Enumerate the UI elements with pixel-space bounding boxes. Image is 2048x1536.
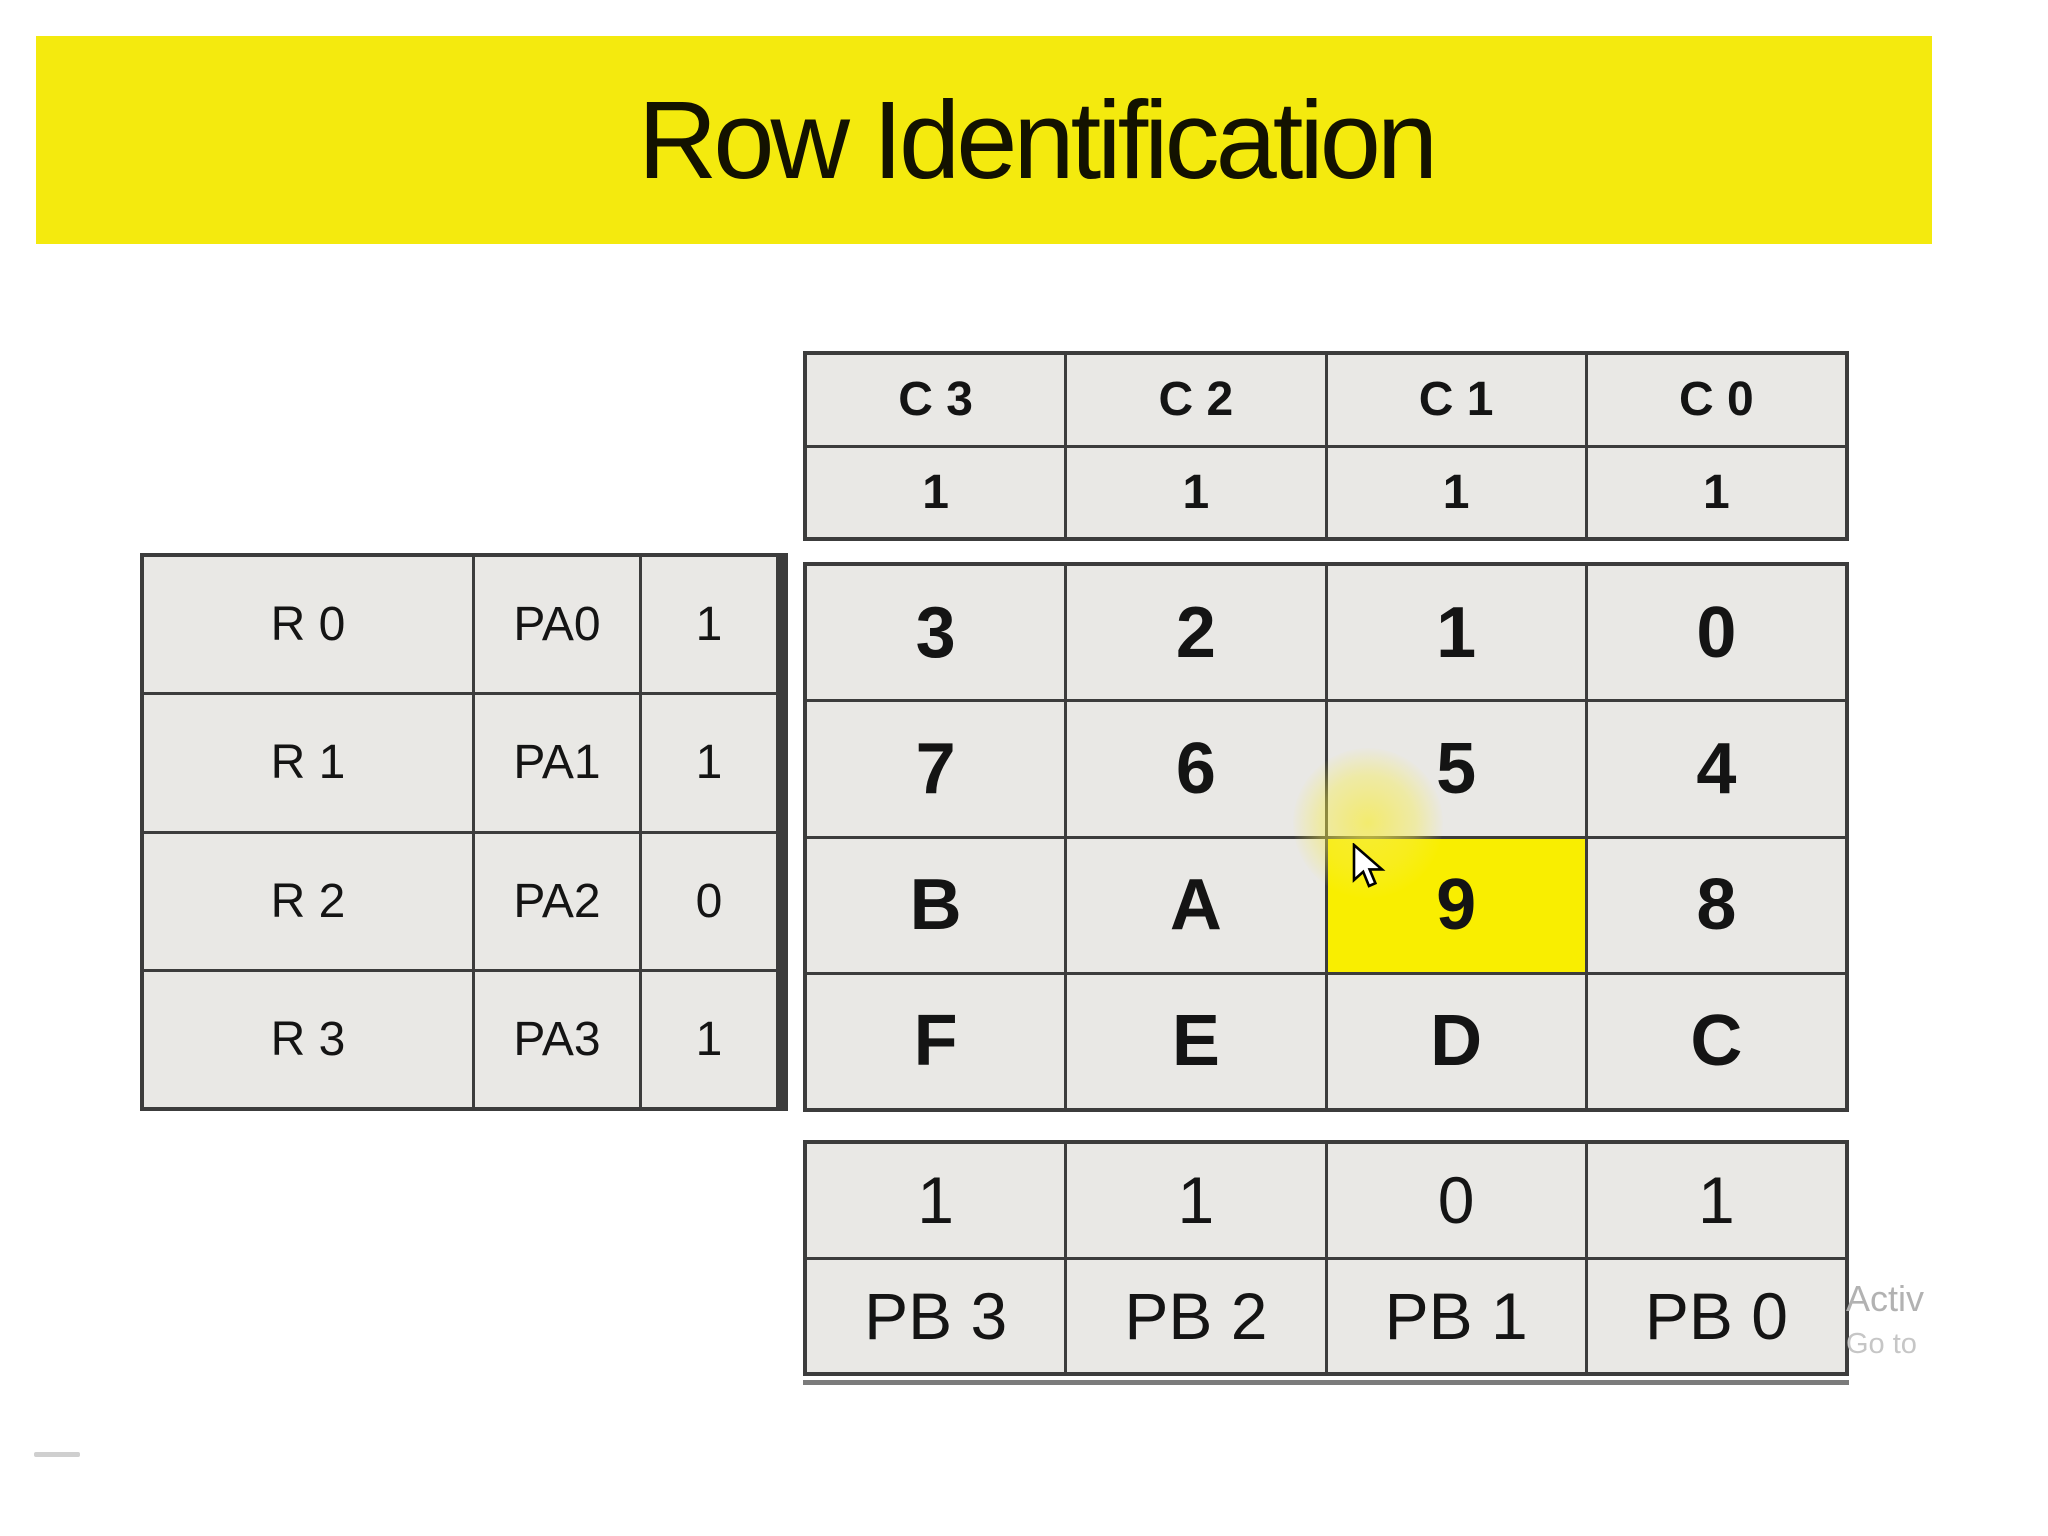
row-port-label: PA2 [475,833,639,969]
row-bit-value: 1 [642,557,776,693]
column-label: C 3 [807,355,1065,445]
column-bit-value: 1 [807,447,1065,537]
row-port-label: PA1 [475,695,639,831]
row-label: R 1 [144,695,472,831]
row-bit-value: 0 [642,833,776,969]
column-header-table: C 3 C 2 C 1 C 0 1 1 1 1 [803,351,1849,541]
matrix-cell: 2 [1067,566,1325,700]
keypad-matrix: 3 2 1 0 7 6 5 4 B A 9 8 F E D C [803,562,1849,1112]
matrix-cell: 8 [1587,838,1845,972]
pb-label: PB 3 [807,1259,1065,1372]
matrix-cell: A [1067,838,1325,972]
column-bit-value: 1 [1067,447,1325,537]
row-label: R 3 [144,971,472,1107]
mouse-cursor-icon [1350,842,1390,894]
row-bit-value: 1 [642,971,776,1107]
pb-bit-value: 1 [807,1144,1065,1257]
pb-label: PB 1 [1327,1259,1585,1372]
matrix-cell: 6 [1067,702,1325,836]
activation-watermark: Activ Go to [1846,1279,1934,1399]
pb-label: PB 0 [1587,1259,1845,1372]
row-table: R 0 PA0 1 R 1 PA1 1 R 2 PA2 0 R 3 PA3 1 [140,553,788,1111]
row-label: R 2 [144,833,472,969]
watermark-line2: Go to [1846,1327,1917,1360]
matrix-cell: 1 [1327,566,1585,700]
matrix-cell: 7 [807,702,1065,836]
matrix-cell: C [1587,974,1845,1108]
pb-bit-value: 1 [1067,1144,1325,1257]
pb-table: 1 1 0 1 PB 3 PB 2 PB 1 PB 0 [803,1140,1849,1385]
column-bit-value: 1 [1327,447,1585,537]
pb-label: PB 2 [1067,1259,1325,1372]
column-bit-value: 1 [1587,447,1845,537]
pb-bit-value: 1 [1587,1144,1845,1257]
matrix-cell: 4 [1587,702,1845,836]
arrow-pointer-icon [1352,842,1386,888]
matrix-cell: B [807,838,1065,972]
column-label: C 1 [1327,355,1585,445]
column-label: C 0 [1587,355,1845,445]
matrix-cell: 5 [1327,702,1585,836]
page-title: Row Identification [637,78,1438,202]
matrix-cell: 0 [1587,566,1845,700]
matrix-cell: F [807,974,1065,1108]
row-bit-value: 1 [642,695,776,831]
row-label: R 0 [144,557,472,693]
title-banner: Row Identification [36,36,1932,244]
watermark-line1: Activ [1846,1279,1925,1319]
matrix-cell: D [1327,974,1585,1108]
row-port-label: PA3 [475,971,639,1107]
matrix-cell: 3 [807,566,1065,700]
row-port-label: PA0 [475,557,639,693]
edge-artifact-dash [34,1452,80,1457]
column-label: C 2 [1067,355,1325,445]
pb-bit-value: 0 [1327,1144,1585,1257]
matrix-cell: E [1067,974,1325,1108]
